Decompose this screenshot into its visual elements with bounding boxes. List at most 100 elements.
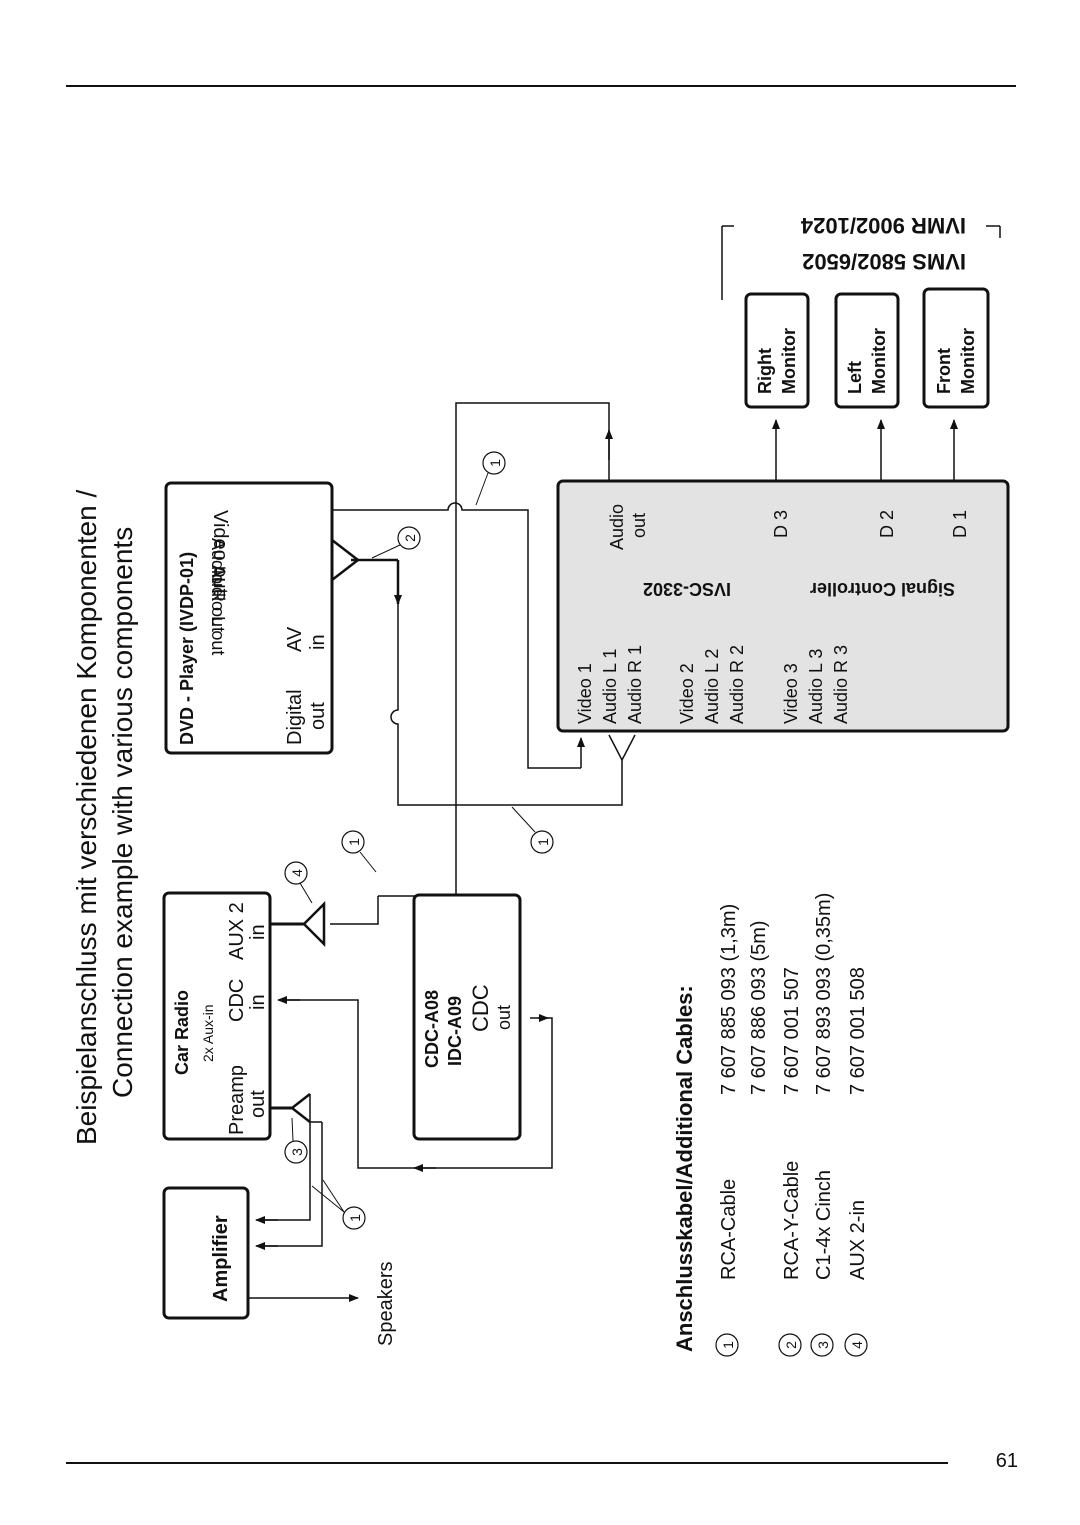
car-radio-box xyxy=(162,891,272,1141)
controller-d3-label: D 3 xyxy=(771,510,791,538)
input-video-2: Video 2 xyxy=(677,663,697,724)
table-cable-3-code: 7 607 893 093 (0,35m) xyxy=(813,893,835,1095)
speakers-label: Speakers xyxy=(375,1262,397,1347)
table-num-1-label: 1 xyxy=(720,1341,736,1349)
dvd-audio-r-out: Audio R out xyxy=(208,538,228,632)
cdc-cable xyxy=(280,999,553,1169)
controller-name: Signal Controller xyxy=(810,579,955,599)
dvd-player-box xyxy=(164,481,334,755)
cable-marker-1d-label: 1 xyxy=(347,1214,363,1222)
cable-marker-3-label: 3 xyxy=(289,1148,305,1156)
dvd-audio-l-out: Audio L out xyxy=(208,565,228,655)
front-monitor-box xyxy=(922,287,990,409)
controller-model: IVSC-3302 xyxy=(643,579,731,599)
input-audio-l-1: Audio L 1 xyxy=(600,649,620,724)
amplifier-box xyxy=(162,1186,250,1320)
cdc-model-2: IDC-A09 xyxy=(445,996,465,1066)
cable-marker-4-leader xyxy=(299,882,313,904)
radio-preamp-out: Preamp xyxy=(226,1065,248,1135)
cable-marker-1a xyxy=(482,451,506,475)
right-monitor-label: Right xyxy=(755,348,775,394)
title-german: Beispielanschluss mit verschiedenen Komp… xyxy=(71,490,102,1145)
aux2-y-connector xyxy=(302,900,326,948)
dvd-audio-to-controller xyxy=(390,604,623,806)
car-radio-title: Car Radio xyxy=(172,990,192,1075)
left-monitor-label: Left xyxy=(845,361,865,394)
cable-marker-4 xyxy=(284,861,308,885)
cable-marker-1c-label: 1 xyxy=(346,838,362,846)
cdc-changer-box xyxy=(412,893,522,1141)
preamp-y-connector xyxy=(289,1093,311,1123)
table-num-4 xyxy=(844,1333,868,1357)
cable-marker-1c xyxy=(341,830,365,854)
radio-preamp-out-2: out xyxy=(247,1090,269,1118)
table-num-2 xyxy=(778,1333,802,1357)
cable-marker-2-label: 2 xyxy=(402,534,418,542)
cdc-out-label: out xyxy=(494,1005,514,1030)
cables-heading: Anschlusskabel/Additional Cables: xyxy=(672,985,697,1352)
table-cable-1-code-3: 7 607 001 507 xyxy=(781,967,803,1095)
audio1-y-connector xyxy=(608,734,636,762)
cable-marker-4-label: 4 xyxy=(289,869,305,877)
dvd-av-in-2: in xyxy=(307,634,329,650)
table-num-4-label: 4 xyxy=(849,1341,865,1349)
radio-cdc-in-2: in xyxy=(247,994,269,1010)
radio-aux2-in: AUX 2 xyxy=(226,902,248,960)
cable-marker-1c-leader xyxy=(359,851,377,873)
front-monitor-label: Front xyxy=(934,348,954,394)
input-video-1: Video 1 xyxy=(575,663,595,724)
table-cable-1-code-1: 7 607 885 093 (1,3m) xyxy=(718,904,740,1095)
aux2-feed xyxy=(330,896,379,925)
controller-d1-label: D 1 xyxy=(950,510,970,538)
cable-marker-2-leader xyxy=(371,544,401,559)
cable-marker-1b xyxy=(530,830,554,854)
cable-marker-1d xyxy=(342,1206,366,1230)
table-cable-4-code: 7 607 001 508 xyxy=(847,967,869,1095)
cdc-model-1: CDC-A08 xyxy=(422,990,442,1068)
cable-marker-1d-leader-b xyxy=(322,1179,345,1213)
front-monitor-label-2: Monitor xyxy=(958,328,978,394)
right-monitor-box xyxy=(744,292,810,409)
table-cable-1-code-2: 7 607 886 093 (5m) xyxy=(748,920,770,1095)
cable-marker-1a-leader xyxy=(475,472,489,506)
table-cable-2-name: RCA-Y-Cable xyxy=(781,1161,803,1280)
radio-cdc-in: CDC xyxy=(226,979,248,1022)
left-monitor-box xyxy=(834,292,900,409)
controller-audio-out-2: out xyxy=(629,513,649,538)
input-audio-r-2: Audio R 2 xyxy=(727,645,747,724)
dvd-video-cable xyxy=(332,502,581,769)
input-audio-l-2: Audio L 2 xyxy=(702,649,722,724)
table-cable-1-name: RCA-Cable xyxy=(718,1179,740,1280)
car-radio-subtitle: 2x Aux-in xyxy=(200,1004,216,1062)
cable-marker-1b-leader xyxy=(511,806,536,833)
amplifier-label: Amplifier xyxy=(210,1215,232,1302)
dvd-digital-out-2: out xyxy=(307,702,329,730)
cable-marker-3-leader xyxy=(291,1117,294,1142)
dvd-title: DVD - Player (IVDP-01) xyxy=(177,552,197,745)
dvd-av-in: AV xyxy=(284,626,306,652)
monitor-models-line2: IVMR 9002/1024 xyxy=(800,213,966,238)
controller-audio-out: Audio xyxy=(607,504,627,550)
cable-marker-2 xyxy=(397,526,421,550)
table-num-3-label: 3 xyxy=(815,1341,831,1349)
cable-marker-1d-leader-a xyxy=(311,1185,345,1213)
page-number: 61 xyxy=(995,1450,1018,1472)
dvd-video-out: Video out xyxy=(209,510,231,595)
controller-d2-label: D 2 xyxy=(877,510,897,538)
right-monitor-label-2: Monitor xyxy=(779,328,799,394)
dvd-digital-out: Digital xyxy=(284,689,306,745)
table-num-1 xyxy=(715,1333,739,1357)
radio-aux2-in-2: in xyxy=(247,924,269,940)
table-num-3 xyxy=(810,1333,834,1357)
title-english: Connection example with various componen… xyxy=(107,527,138,1098)
table-cable-3-name: C1-4x Cinch xyxy=(813,1170,835,1280)
monitor-models-line1: IVMS 5802/6502 xyxy=(802,249,966,274)
input-video-3: Video 3 xyxy=(781,663,801,724)
cable-marker-1b-label: 1 xyxy=(535,838,551,846)
cable-marker-3 xyxy=(284,1140,308,1164)
cable-marker-1a-label: 1 xyxy=(487,459,503,467)
signal-controller-box xyxy=(556,479,1010,733)
cdc-label: CDC xyxy=(468,984,493,1032)
